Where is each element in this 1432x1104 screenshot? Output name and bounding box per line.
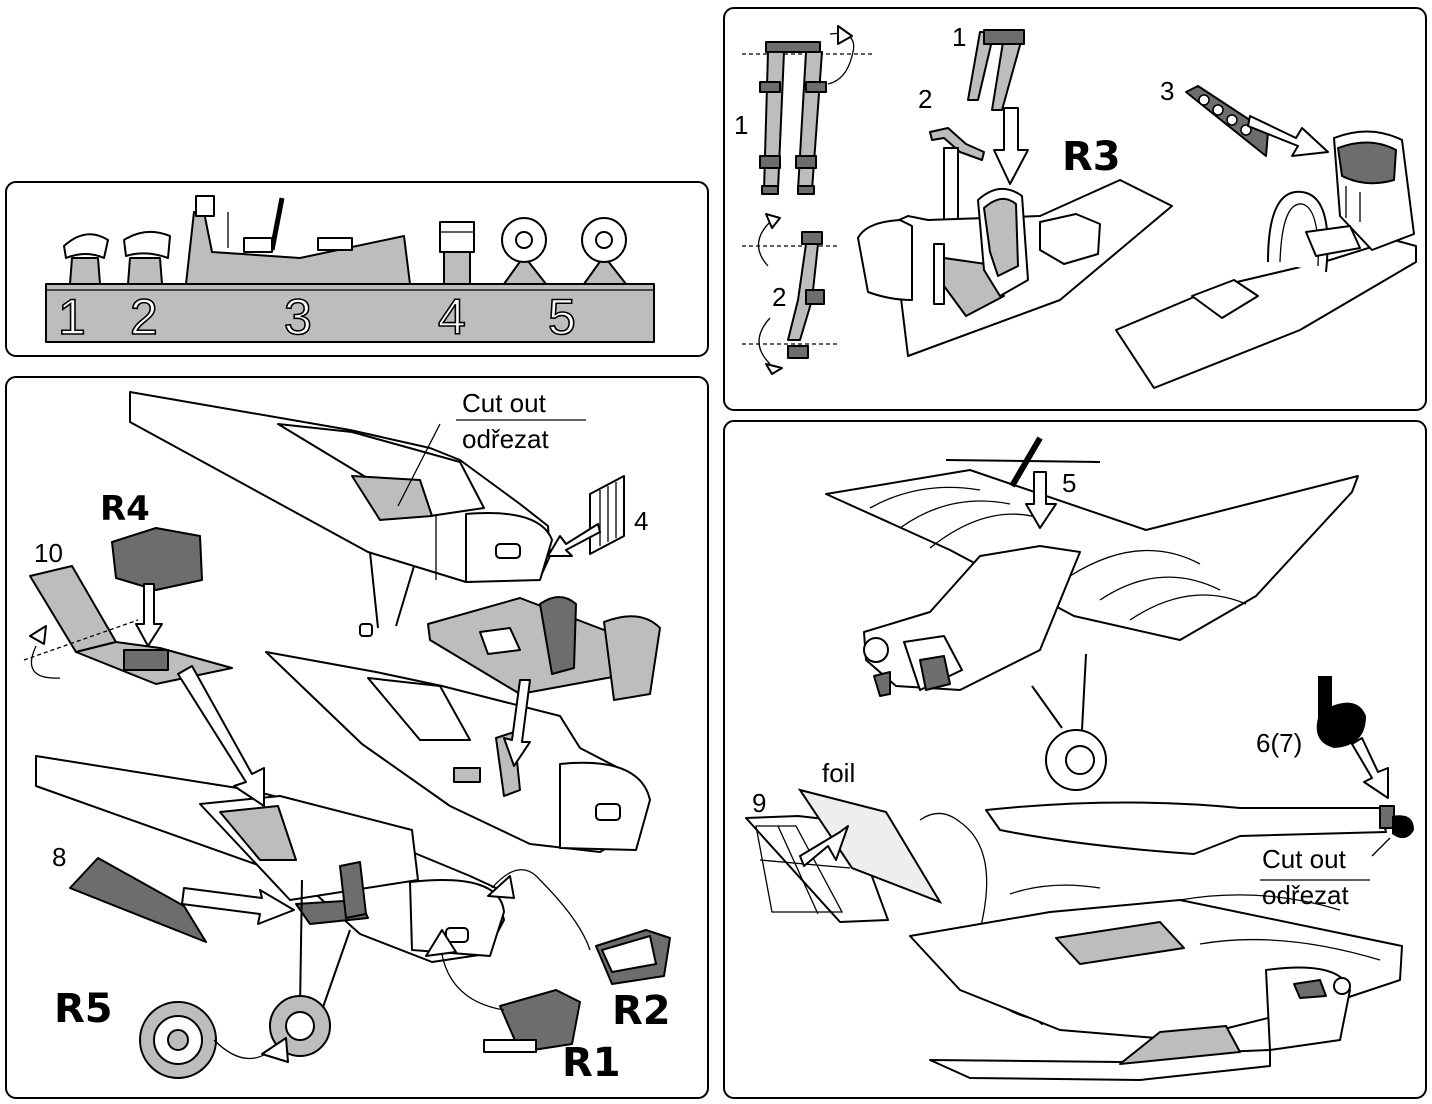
final-wheel <box>1045 729 1107 791</box>
frame-number-3: 3 <box>284 289 312 345</box>
label-foil: foil <box>822 758 855 788</box>
instrument-panel-drawing <box>1115 85 1417 389</box>
label-belt-lower: 2 <box>772 282 786 312</box>
bracket-part <box>929 127 985 161</box>
label-part-8: 8 <box>52 842 66 872</box>
frame-number-5: 5 <box>548 289 576 345</box>
label-r1: R1 <box>562 1040 621 1086</box>
label-belt-upper: 1 <box>734 110 748 140</box>
label-cut-out-en: Cut out <box>462 388 547 418</box>
wing-upper <box>825 469 1359 641</box>
label-bracket: 2 <box>918 84 932 114</box>
fuselage-drawing <box>23 391 671 1079</box>
upper-belt-strap <box>763 51 785 191</box>
label-part-4: 4 <box>634 506 648 536</box>
part-1-cowl-cast <box>69 257 101 285</box>
frame-number-2: 2 <box>130 289 158 345</box>
cockpit-drawing <box>742 25 1173 375</box>
label-final-cut-out-en: Cut out <box>1262 844 1347 874</box>
upper-airplane-fuselage <box>863 545 1081 691</box>
part-5-wheel-a <box>501 217 547 263</box>
casting-block <box>45 283 655 343</box>
label-part-9: 9 <box>752 788 766 818</box>
part-3-cockpit-cast <box>185 211 411 285</box>
part-5-wheel-b <box>581 217 627 263</box>
label-part-6-7: 6(7) <box>1256 728 1302 758</box>
label-part-10: 10 <box>34 538 63 568</box>
frame-number-1: 1 <box>58 289 86 345</box>
label-part-5: 5 <box>1062 468 1076 498</box>
lower-belt-strap <box>787 243 819 341</box>
label-panel-part: 3 <box>1160 76 1174 106</box>
part-8-window <box>69 857 207 943</box>
label-resin-r3: R3 <box>1062 134 1121 180</box>
part-4-grille <box>589 475 625 555</box>
panel-resin-frame <box>5 181 709 357</box>
label-r4: R4 <box>100 489 150 529</box>
panel-final-assembly <box>723 420 1427 1099</box>
label-final-cut-out-cz: odřezat <box>1262 880 1349 910</box>
label-belt-seat: 1 <box>952 22 966 52</box>
panel-cockpit-assembly <box>723 7 1427 411</box>
cockpit-floor-assembled <box>1115 239 1417 389</box>
part-2-cowl-cast <box>127 257 163 285</box>
frame-number-4: 4 <box>438 289 466 345</box>
r4-part <box>111 527 203 591</box>
final-drawing <box>745 436 1414 1081</box>
part-6-7 <box>1316 676 1366 748</box>
label-cut-out-cz: odřezat <box>462 424 549 454</box>
resin-frame-drawing <box>45 195 655 343</box>
label-r5: R5 <box>54 986 113 1032</box>
panel-fuselage-assembly <box>5 376 709 1099</box>
label-r2: R2 <box>612 988 671 1034</box>
